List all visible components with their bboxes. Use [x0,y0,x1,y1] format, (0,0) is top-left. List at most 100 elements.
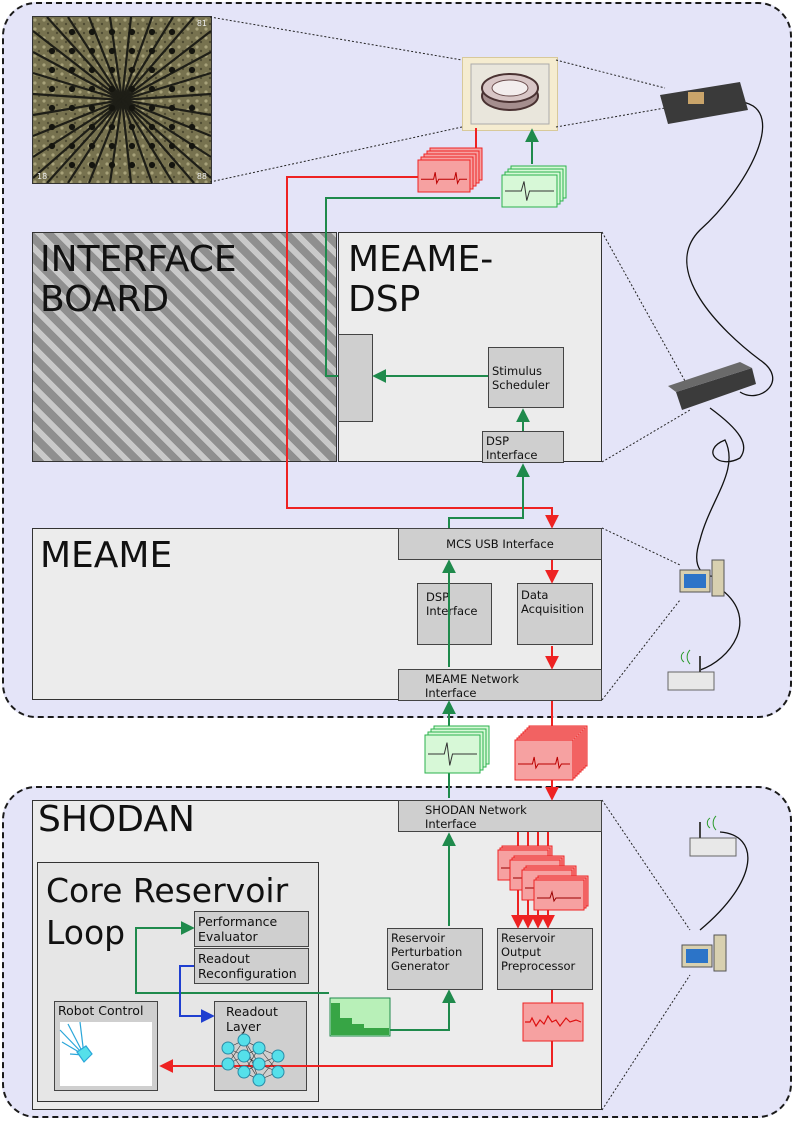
network-neuron [271,1049,285,1063]
network-neuron [237,1049,251,1063]
stimulus-stack-middle [424,725,490,774]
reservoir-output-preprocessor: Reservoir Output Preprocessor [497,928,593,990]
mea-electrode [68,161,76,169]
core-loop-title: Core Reservoir Loop [46,871,289,952]
mea-label-br: 88 [196,172,207,181]
mea-electrode [188,47,196,55]
mea-electrode [88,85,96,93]
network-neuron [252,1073,266,1087]
mea-electrode [168,85,176,93]
mea-electrode-art [33,17,211,183]
mea-dish-art [470,63,550,125]
mea-electrode [148,66,156,74]
spike-stack-shodan [497,845,589,911]
mea-electrode [188,85,196,93]
mea-electrode [148,142,156,150]
mea-electrode [148,85,156,93]
mea-electrode [188,104,196,112]
mea-electrode [128,66,136,74]
readout-network [221,1033,285,1087]
mea-electrode [68,123,76,131]
mea-electrode [88,161,96,169]
mea-electrode [108,161,116,169]
headstage-device [660,82,748,124]
dsp-interface-top: DSP Interface [482,431,564,463]
mea-electrode [168,47,176,55]
mea-electrode [168,28,176,36]
mea-electrode [48,123,56,131]
mea-electrode [108,104,116,112]
signal-trace [537,890,581,903]
shodan-title: SHODAN [38,799,195,840]
perturbation-waveform [329,997,391,1037]
network-neuron [252,1057,266,1071]
mea-electrode [88,104,96,112]
mea-electrode [148,123,156,131]
mea-electrode [108,47,116,55]
meame-computer-icon [679,559,725,597]
mea-electrode [108,66,116,74]
mea-electrode [68,66,76,74]
interface-board-title: INTERFACE BOARD [40,239,237,320]
mcs-usb-interface: MCS USB Interface [398,528,602,560]
reconfiguration-path [179,965,215,1023]
signal-trace [505,181,554,201]
mea-electrode [148,104,156,112]
readout-reconfiguration: Readout Reconfiguration [194,948,309,984]
shodan-router-icon [689,815,737,857]
shodan-network-interface: SHODAN Network Interface [398,800,602,832]
mea-electrode [188,123,196,131]
callout-lines [209,16,691,1111]
dsp-unit-device [668,362,756,410]
mea-electrode [88,28,96,36]
mea-electrode [168,66,176,74]
mea-electrode [108,142,116,150]
meame-network-interface: MEAME Network Interface [398,669,602,701]
spike-data-path [159,128,559,1073]
network-neuron [221,1041,235,1055]
mea-electrode [48,47,56,55]
robot-sensor-rays [59,1021,93,1063]
mea-electrode [128,123,136,131]
readout-layer-label: Readout Layer [226,1004,278,1034]
mea-electrode [108,28,116,36]
mea-label-bl: 18 [37,172,48,181]
signal-trace [428,742,477,766]
reservoir-perturbation-generator: Reservoir Perturbation Generator [387,928,483,990]
mea-electrode [88,123,96,131]
mea-electrode [48,85,56,93]
mea-electrode [128,85,136,93]
mea-electrode [88,47,96,55]
signal-card [417,159,471,193]
mea-electrode [188,142,196,150]
stimulus-path [135,128,539,1031]
performance-evaluator: Performance Evaluator [194,911,309,947]
mea-electrode [68,47,76,55]
mea-electrode [128,104,136,112]
mea-electrode [148,161,156,169]
stimulus-scheduler: Stimulus Scheduler [488,347,564,408]
mea-electrode [168,142,176,150]
robot-control: Robot Control [54,1001,158,1091]
data-acquisition: Data Acquisition [517,583,593,645]
network-neuron [237,1033,251,1047]
mea-electrode [68,104,76,112]
mea-electrode [168,123,176,131]
network-neuron [221,1057,235,1071]
mea-electrode [148,28,156,36]
mea-electrode [128,47,136,55]
signal-card [533,879,585,911]
mea-dish-image [462,57,558,131]
mea-electrode [48,66,56,74]
mea-electrode [88,142,96,150]
mea-electrode [108,123,116,131]
robot-control-label: Robot Control [58,1003,144,1018]
signal-card [514,739,574,781]
signal-trace [421,172,467,185]
mea-electrode [148,47,156,55]
mea-electrode [48,142,56,150]
shodan-computer-icon [681,934,727,972]
signal-trace [518,756,570,770]
mea-electrode [68,142,76,150]
